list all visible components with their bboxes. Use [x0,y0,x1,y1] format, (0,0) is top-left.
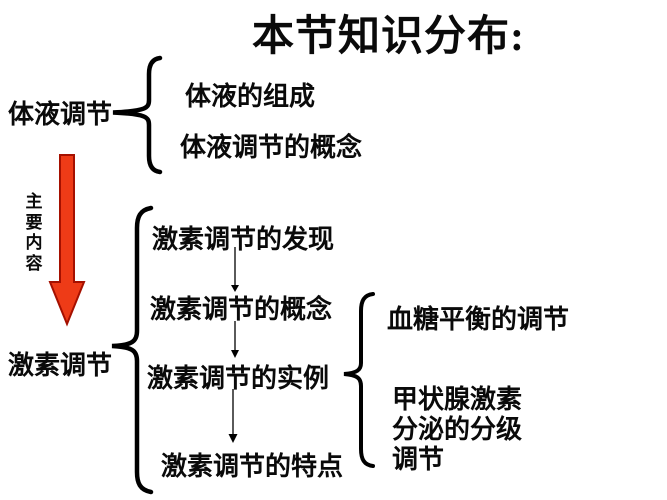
thyroid-line-1: 甲状腺激素 [392,385,523,415]
node-hormonal-regulation: 激素调节 [8,351,113,381]
connector-arrow-discovery-to-concept-icon [231,247,239,292]
page-title: 本节知识分布: [252,14,525,60]
node-hormonal-discovery: 激素调节的发现 [152,225,335,255]
thyroid-line-2: 分泌的分级 [392,415,523,445]
node-humoral-regulation: 体液调节 [8,100,113,130]
red-down-arrow-icon [48,154,86,327]
node-body-fluid-composition: 体液的组成 [185,82,316,112]
main-content-vertical-label: 主要内容 [25,192,43,274]
node-hormonal-concept: 激素调节的概念 [150,295,333,325]
node-hormonal-examples: 激素调节的实例 [147,364,330,394]
node-hormonal-characteristics: 激素调节的特点 [161,452,344,482]
brace-examples-icon [343,292,375,468]
node-humoral-concept: 体液调节的概念 [180,133,363,163]
connector-arrow-examples-to-characteristics-icon [228,389,238,443]
brace-humoral-icon [112,55,163,175]
node-thyroid-hierarchical-regulation: 甲状腺激素 分泌的分级 调节 [392,385,522,475]
connector-arrow-concept-to-examples-icon [231,321,239,358]
node-blood-sugar-regulation: 血糖平衡的调节 [387,305,570,335]
thyroid-line-3: 调节 [392,445,445,475]
red-down-arrow-shape [48,154,86,327]
brace-hormonal-icon [111,205,154,495]
